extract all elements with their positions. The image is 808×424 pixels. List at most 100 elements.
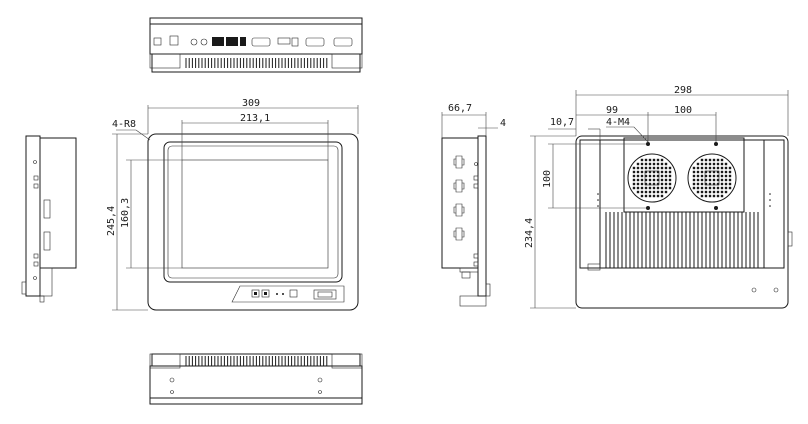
fan-vent-hole — [660, 166, 664, 170]
fan-vent-hole — [660, 174, 664, 178]
fan-vent-hole — [636, 178, 640, 182]
fan-vent-hole — [724, 170, 728, 174]
fan-vent-hole — [644, 166, 648, 170]
fan-vent-hole — [668, 178, 672, 182]
fan-vent-hole — [692, 170, 696, 174]
fan-vent-hole — [708, 170, 712, 174]
rear-view — [575, 135, 793, 309]
fan-vent-hole — [696, 170, 700, 174]
fan-vent-hole — [664, 170, 668, 174]
fan-vent-hole — [644, 158, 648, 162]
fan-vent-hole — [656, 186, 660, 190]
fan-vent-hole — [652, 194, 656, 198]
fan-vent-hole — [632, 186, 636, 190]
fan-vent-hole — [648, 186, 652, 190]
fan-vent-hole — [640, 158, 644, 162]
fan-vent-hole — [664, 182, 668, 186]
fan-vent-hole — [640, 182, 644, 186]
fan-vent-hole — [664, 186, 668, 190]
fan-vent-hole — [720, 174, 724, 178]
left-side-view — [21, 135, 77, 303]
fan-vent-hole — [652, 190, 656, 194]
fan-vent-hole — [724, 186, 728, 190]
fan-vent-hole — [668, 166, 672, 170]
fan-vent-hole — [704, 186, 708, 190]
fan-vent-hole — [712, 158, 716, 162]
dim-mount-spacing-y: 100 — [542, 170, 553, 188]
fan-vent-hole — [708, 158, 712, 162]
fan-vent-hole — [640, 194, 644, 198]
fan-vent-hole — [728, 170, 732, 174]
bottom-view — [149, 353, 363, 405]
fan-vent-hole — [712, 166, 716, 170]
fan-vent-hole — [632, 178, 636, 182]
fan-vent-hole — [652, 158, 656, 162]
fan-vent-hole — [652, 182, 656, 186]
fan-vent-hole — [632, 170, 636, 174]
fan-vent-hole — [632, 182, 636, 186]
fan-vent-hole — [652, 186, 656, 190]
fan-vent-hole — [660, 178, 664, 182]
fan-vent-hole — [700, 178, 704, 182]
dim-display-width: 213,1 — [240, 113, 270, 124]
fan-vent-hole — [700, 166, 704, 170]
fan-vent-hole — [652, 166, 656, 170]
fan-vent-hole — [632, 174, 636, 178]
fan-vent-hole — [648, 182, 652, 186]
fan-vent-hole — [700, 190, 704, 194]
dim-edge-offset: 10,7 — [550, 117, 574, 128]
fan-vent-hole — [652, 178, 656, 182]
fan-vent-hole — [708, 162, 712, 166]
fan-vent-hole — [716, 162, 720, 166]
right-side-view — [441, 135, 491, 307]
fan-vent-hole — [660, 190, 664, 194]
fan-vent-hole — [716, 170, 720, 174]
fan-vent-hole — [636, 186, 640, 190]
fan-vent-hole — [700, 174, 704, 178]
fan-vent-hole — [696, 162, 700, 166]
fan-vent-hole — [716, 182, 720, 186]
fan-vent-hole — [728, 186, 732, 190]
fan-vent-hole — [640, 190, 644, 194]
fan-vent-hole — [724, 178, 728, 182]
fan-vent-hole — [652, 174, 656, 178]
fan-vent-hole — [704, 178, 708, 182]
fan-vent-hole — [716, 158, 720, 162]
fan-vent-hole — [704, 170, 708, 174]
fan-vent-hole — [728, 174, 732, 178]
dim-mount-spacing-x: 100 — [674, 105, 692, 116]
dim-rear-height: 234,4 — [524, 218, 535, 248]
fan-vent-hole — [704, 182, 708, 186]
dim-mount-offset-x: 99 — [606, 105, 618, 116]
fan-vent-hole — [644, 174, 648, 178]
fan-vent-hole — [644, 182, 648, 186]
fan-vent-hole — [656, 174, 660, 178]
fan-vent-hole — [648, 178, 652, 182]
fan-vent-hole — [712, 174, 716, 178]
fan-vent-hole — [648, 162, 652, 166]
fan-vent-hole — [712, 182, 716, 186]
fan-vent-hole — [656, 182, 660, 186]
fan-vent-hole — [660, 182, 664, 186]
fan-vent-hole — [700, 158, 704, 162]
fan-vent-hole — [704, 190, 708, 194]
fan-vent-hole — [640, 162, 644, 166]
fan-vent-hole — [648, 166, 652, 170]
fan-vent-hole — [716, 174, 720, 178]
fan-vent-hole — [636, 174, 640, 178]
fan-vent-hole — [700, 170, 704, 174]
fan-vent-hole — [640, 174, 644, 178]
fan-vent-hole — [712, 162, 716, 166]
fan-vent-hole — [704, 158, 708, 162]
fan-vent-hole — [656, 178, 660, 182]
fan-vent-hole — [660, 162, 664, 166]
fan-vent-hole — [720, 170, 724, 174]
fan-vent-hole — [648, 170, 652, 174]
fan-vent-hole — [656, 158, 660, 162]
fan-vent-hole — [660, 186, 664, 190]
fan-vent-hole — [700, 194, 704, 198]
fan-vent-hole — [652, 170, 656, 174]
fan-vent-hole — [712, 186, 716, 190]
fan-vent-hole — [712, 178, 716, 182]
